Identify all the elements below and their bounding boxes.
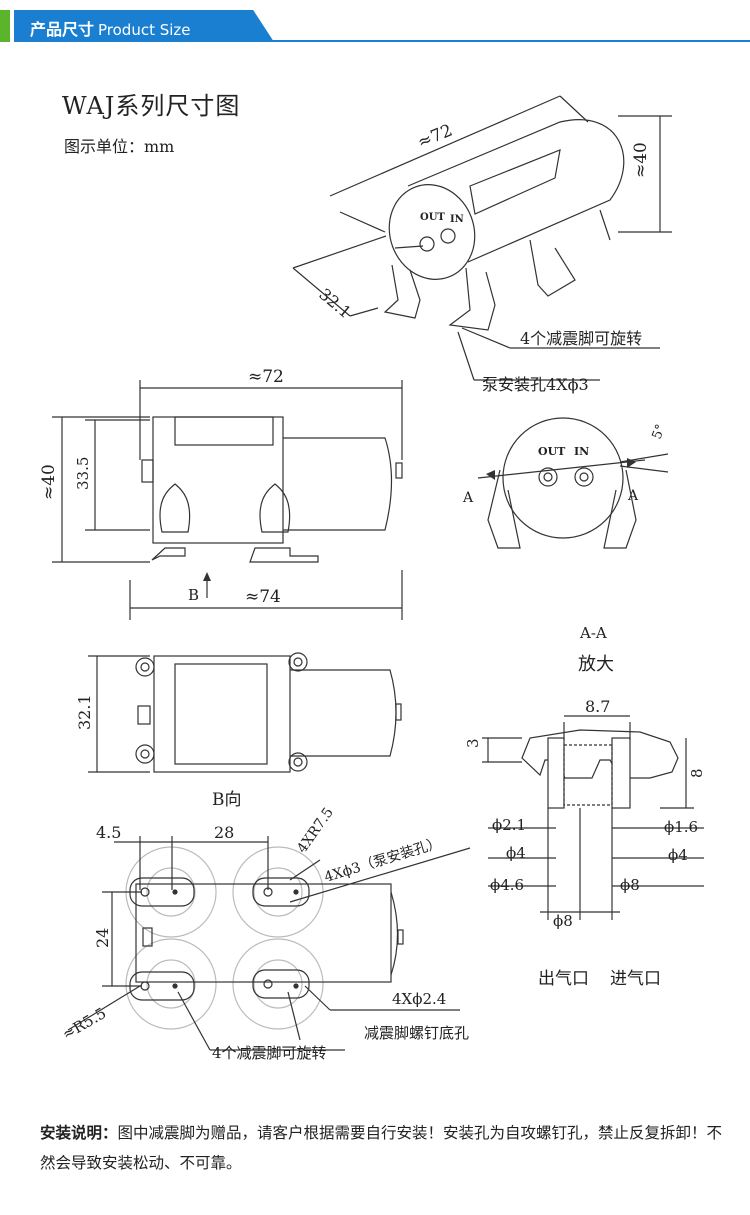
iso-out-label: OUT xyxy=(420,212,445,223)
unit-label: 图示单位：mm xyxy=(64,137,175,156)
bottom-foot-radius-label: 4XR7.5 xyxy=(294,805,337,857)
section-d-left-outer: ϕ4.6 xyxy=(490,876,524,894)
bottom-view: 4.5 28 24 4XR7.5 4Xϕ3（泵安装孔） 4Xϕ2.4 减震脚螺钉… xyxy=(59,805,471,1062)
header-accent-green xyxy=(0,10,10,42)
side-height-label: ≈40 xyxy=(39,464,59,500)
iso-in-label: IN xyxy=(450,214,464,225)
bottom-spacing-label: 24 xyxy=(93,928,112,948)
install-note: 安装说明：图中减震脚为赠品，请客户根据需要自行安装！安装孔为自攻螺钉孔，禁止反复… xyxy=(40,1118,730,1178)
side-view: ≈72 ≈40 33.5 ≈74 B xyxy=(39,367,403,620)
end-in-label: IN xyxy=(574,445,589,458)
section-d-right-mid: ϕ4 xyxy=(668,846,688,864)
bottom-mount-hole-label: 4Xϕ3（泵安装孔） xyxy=(322,835,443,886)
top-view: 32.1 B向 xyxy=(75,652,402,810)
header-title-cn: 产品尺寸 xyxy=(30,20,95,39)
top-width-label: 32.1 xyxy=(75,694,94,730)
header-title-en: Product Size xyxy=(98,21,191,39)
section-d-bottom: ϕ8 xyxy=(553,912,573,930)
end-section-left: A xyxy=(462,490,474,506)
bottom-feet-note: 4个减震脚可旋转 xyxy=(212,1044,327,1062)
section-title: A-A xyxy=(579,624,607,642)
bottom-screw-hole-label: 4Xϕ2.4 xyxy=(392,990,446,1008)
section-d-left-inner: ϕ2.1 xyxy=(492,816,526,834)
series-title: WAJ系列尺寸图 xyxy=(62,92,241,120)
side-view-arrow-label: B xyxy=(188,586,199,604)
section-inlet-label: 进气口 xyxy=(610,969,661,989)
side-inner-height-label: 33.5 xyxy=(74,457,92,490)
section-subtitle: 放大 xyxy=(578,654,614,675)
iso-width-label: 32.1 xyxy=(315,285,355,322)
section-d-left-mid: ϕ4 xyxy=(506,844,526,862)
iso-length-label: ≈72 xyxy=(415,121,456,153)
end-out-label: OUT xyxy=(538,445,566,458)
iso-feet-note: 4个减震脚可旋转 xyxy=(520,329,642,348)
iso-height-label: ≈40 xyxy=(631,142,651,178)
side-length-label: ≈72 xyxy=(248,367,284,387)
iso-view: ≈72 ≈40 32.1 OUT IN 4个减震脚可旋转 泵安装孔4Xϕ3 xyxy=(292,95,672,394)
bottom-pitch-label: 28 xyxy=(214,823,234,842)
section-spacing-label: 8.7 xyxy=(585,697,610,716)
section-cap-height-label: 3 xyxy=(464,738,482,748)
end-section-right: A xyxy=(627,488,639,504)
install-note-heading: 安装说明： xyxy=(40,1124,118,1142)
side-base-length-label: ≈74 xyxy=(245,587,281,607)
header-accent-blue xyxy=(14,10,274,42)
end-angle-label: 5° xyxy=(650,422,669,441)
section-d-right-inner: ϕ1.6 xyxy=(664,818,698,836)
section-view: A-A 放大 8.7 3 8 ϕ2.1 ϕ1.6 ϕ4 ϕ4 ϕ4.6 ϕ8 ϕ… xyxy=(464,624,706,989)
install-note-body: 图中减震脚为赠品，请客户根据需要自行安装！安装孔为自攻螺钉孔，禁止反复拆卸！不然… xyxy=(40,1124,723,1172)
section-tube-height-label: 8 xyxy=(688,768,706,778)
header-rule xyxy=(14,40,750,42)
dimension-drawing: ≈72 ≈40 32.1 OUT IN 4个减震脚可旋转 泵安装孔4Xϕ3 ≈7… xyxy=(39,95,706,1062)
bottom-outer-radius-label: ≈R5.5 xyxy=(59,1004,109,1043)
section-d-right-outer: ϕ8 xyxy=(620,876,640,894)
bottom-offset-label: 4.5 xyxy=(96,823,121,842)
bottom-screw-note: 减震脚螺钉底孔 xyxy=(364,1024,469,1042)
top-view-caption: B向 xyxy=(212,790,242,810)
section-outlet-label: 出气口 xyxy=(538,969,589,989)
end-view: OUT IN A A 5° xyxy=(462,417,669,549)
iso-hole-note: 泵安装孔4Xϕ3 xyxy=(482,375,589,394)
